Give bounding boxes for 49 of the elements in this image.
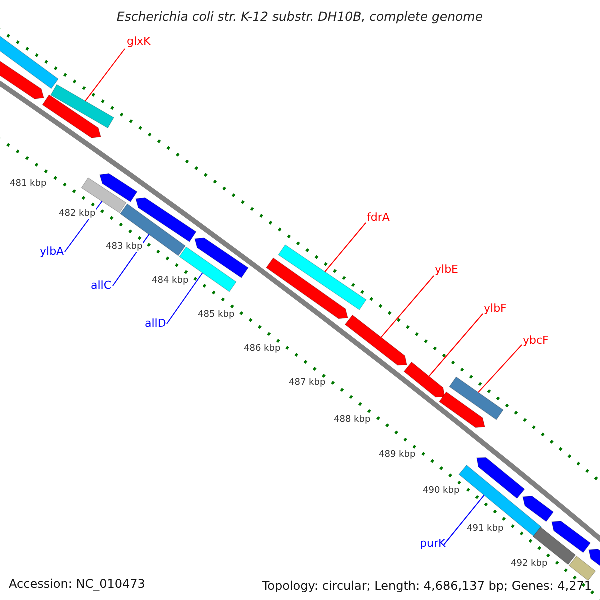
gene-label: ylbA [40,246,64,259]
scale-label: 481 kbp [10,179,47,190]
scale-label: 487 kbp [289,378,326,388]
leader-line [112,234,150,286]
scale-label: 486 kbp [244,344,281,354]
leader-line [478,344,522,394]
footer-text: Topology: circular; Length: 4,686,137 bp; Genes: 4,271 [262,580,592,594]
leader-line [166,272,204,324]
gene-label: glxK [127,36,151,49]
leader-line [444,494,485,546]
scale-label: 490 kbp [423,486,460,496]
gene-bar [552,521,592,554]
gene-bar [458,464,542,538]
scale-label: 482 kbp [59,209,96,220]
scale-label: 489 kbp [379,450,416,460]
scale-label: 483 kbp [106,242,143,252]
gene-bar [476,458,526,500]
gene-bar [439,392,486,428]
gene-bar [266,258,348,320]
gene-bar [42,94,102,138]
scale-label: 485 kbp [198,310,235,320]
gene-label: ylbF [484,303,507,316]
gene-bar [449,376,504,420]
gene-bar [344,314,408,366]
gene-label: purK [420,538,446,551]
leader-line [428,314,484,377]
gene-bar [136,198,197,242]
scale-label: 484 kbp [152,276,189,286]
footer-text: Accession: NC_010473 [9,578,146,592]
scale-label: 492 kbp [511,559,548,570]
gene-label: allC [91,280,112,293]
leader-line [324,222,366,272]
scale-label: 488 kbp [334,415,371,426]
leader-line [380,276,434,338]
gene-bar [522,496,554,522]
gene-label: allD [145,318,166,331]
scale-label: 491 kbp [467,524,504,534]
gene-bar [278,244,367,310]
gene-bar [588,549,600,568]
gene-bar [100,173,138,202]
gene-label: ybcF [523,335,549,348]
gene-label: fdrA [367,212,390,225]
gene-bar [404,362,446,398]
map-title: Escherichia coli str. K-12 substr. DH10B, complete genome [116,10,484,24]
gene-label: ylbE [435,264,458,277]
gene-bar [194,238,249,278]
leader-line [84,48,126,102]
gene-bar [568,556,596,582]
gene-bar [50,84,114,129]
